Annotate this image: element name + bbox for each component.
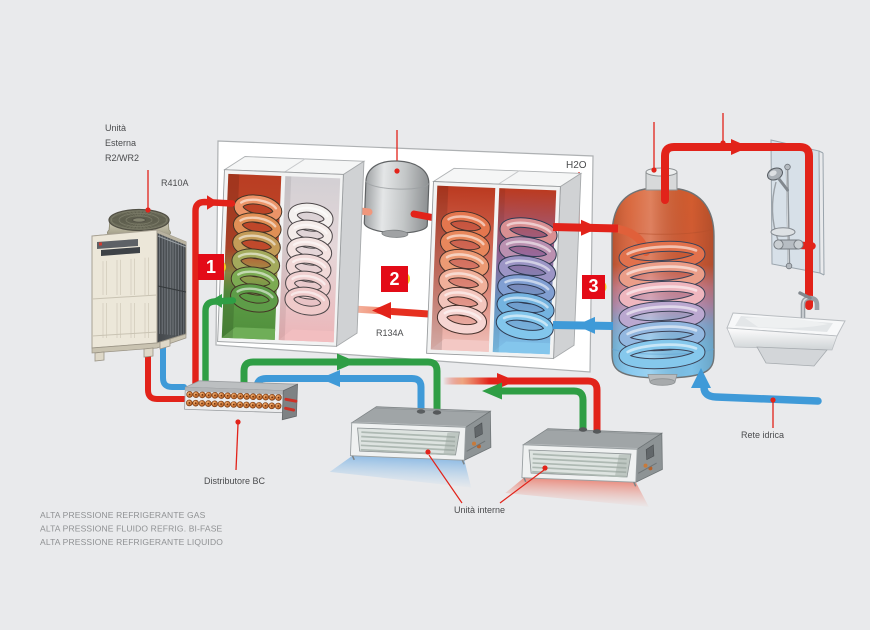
svg-text:1: 1 [206,257,216,277]
svg-text:Unità interne: Unità interne [454,505,505,515]
svg-text:ALTA PRESSIONE REFRIGERANTE LI: ALTA PRESSIONE REFRIGERANTE LIQUIDO [40,537,223,547]
svg-text:Rete idrica: Rete idrica [741,430,784,440]
svg-text:3: 3 [588,276,598,296]
svg-text:R410A: R410A [161,178,189,188]
svg-text:ALTA PRESSIONE FLUIDO REFRIG.: ALTA PRESSIONE FLUIDO REFRIG. BI-FASE [40,524,223,534]
svg-text:ALTA PRESSIONE REFRIGERANTE GA: ALTA PRESSIONE REFRIGERANTE GAS [40,510,206,520]
svg-text:R2/WR2: R2/WR2 [105,153,139,163]
svg-text:2: 2 [389,269,399,289]
svg-text:Distributore BC: Distributore BC [204,476,266,486]
svg-text:Esterna: Esterna [105,138,136,148]
svg-text:Unità: Unità [105,123,126,133]
svg-text:R134A: R134A [376,328,404,338]
svg-text:H2O: H2O [566,160,587,171]
